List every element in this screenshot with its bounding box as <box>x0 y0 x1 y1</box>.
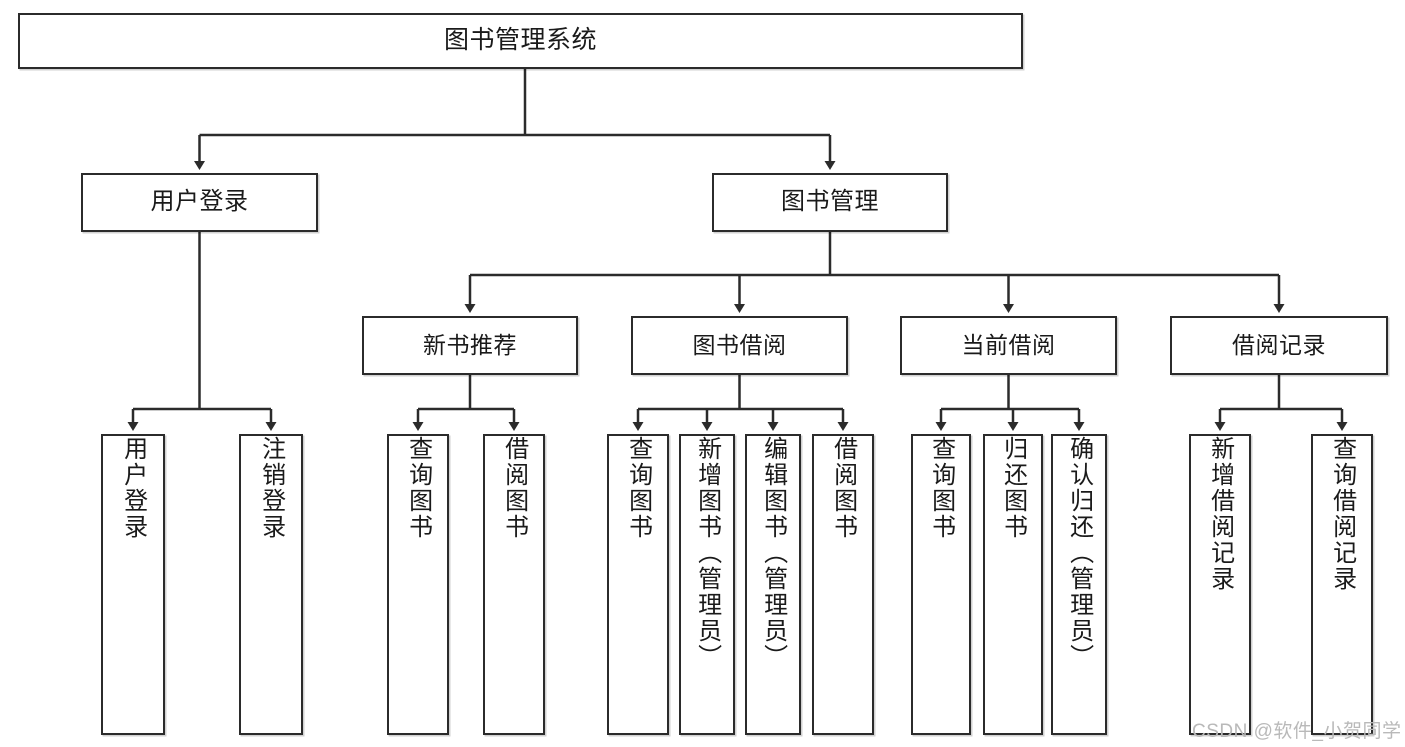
csdn-watermark: CSDN @软件_小贺同学 <box>1192 721 1402 742</box>
node-label: 图书借阅 <box>692 331 787 358</box>
node-leaf-7[interactable]: 借阅图书 <box>812 434 874 735</box>
node-label: 用户登录 <box>150 188 249 216</box>
node-label: 借阅图书 <box>829 436 857 540</box>
node-l2-0[interactable]: 用户登录 <box>81 173 318 232</box>
node-label: 借阅图书 <box>500 436 528 540</box>
node-label: 查询图书 <box>624 436 652 540</box>
node-root-图书管理系统[interactable]: 图书管理系统 <box>18 13 1023 69</box>
node-leaf-8[interactable]: 查询图书 <box>911 434 971 735</box>
node-label: 图书管理系统 <box>443 26 597 55</box>
node-leaf-9[interactable]: 归还图书 <box>983 434 1043 735</box>
node-leaf-6[interactable]: 编辑图书（管理员） <box>745 434 801 735</box>
node-leaf-10[interactable]: 确认归还（管理员） <box>1051 434 1107 735</box>
node-leaf-12[interactable]: 查询借阅记录 <box>1311 434 1373 735</box>
node-label: 新增借阅记录 <box>1206 436 1234 592</box>
node-label: 查询借阅记录 <box>1328 436 1356 592</box>
node-label: 查询图书 <box>404 436 432 540</box>
node-label: 图书管理 <box>781 188 879 216</box>
node-label: 当前借阅 <box>961 331 1056 358</box>
node-label: 新增图书（管理员） <box>693 436 721 670</box>
node-label: 查询图书 <box>927 436 955 540</box>
node-label: 确认归还（管理员） <box>1065 436 1093 670</box>
node-l2-1[interactable]: 图书管理 <box>712 173 948 232</box>
node-l3-1[interactable]: 图书借阅 <box>631 316 848 375</box>
node-label: 编辑图书（管理员） <box>759 436 787 670</box>
node-l3-2[interactable]: 当前借阅 <box>900 316 1117 375</box>
node-leaf-1[interactable]: 注销登录 <box>239 434 303 735</box>
node-label: 新书推荐 <box>423 331 517 358</box>
node-l3-0[interactable]: 新书推荐 <box>362 316 578 375</box>
node-leaf-5[interactable]: 新增图书（管理员） <box>679 434 735 735</box>
node-leaf-0[interactable]: 用户登录 <box>101 434 165 735</box>
node-label: 归还图书 <box>999 436 1027 540</box>
node-leaf-2[interactable]: 查询图书 <box>387 434 449 735</box>
node-label: 用户登录 <box>119 436 147 540</box>
node-label: 注销登录 <box>257 436 285 540</box>
node-label: 借阅记录 <box>1232 331 1326 358</box>
node-leaf-11[interactable]: 新增借阅记录 <box>1189 434 1251 735</box>
node-leaf-4[interactable]: 查询图书 <box>607 434 669 735</box>
node-leaf-3[interactable]: 借阅图书 <box>483 434 545 735</box>
node-l3-3[interactable]: 借阅记录 <box>1170 316 1388 375</box>
